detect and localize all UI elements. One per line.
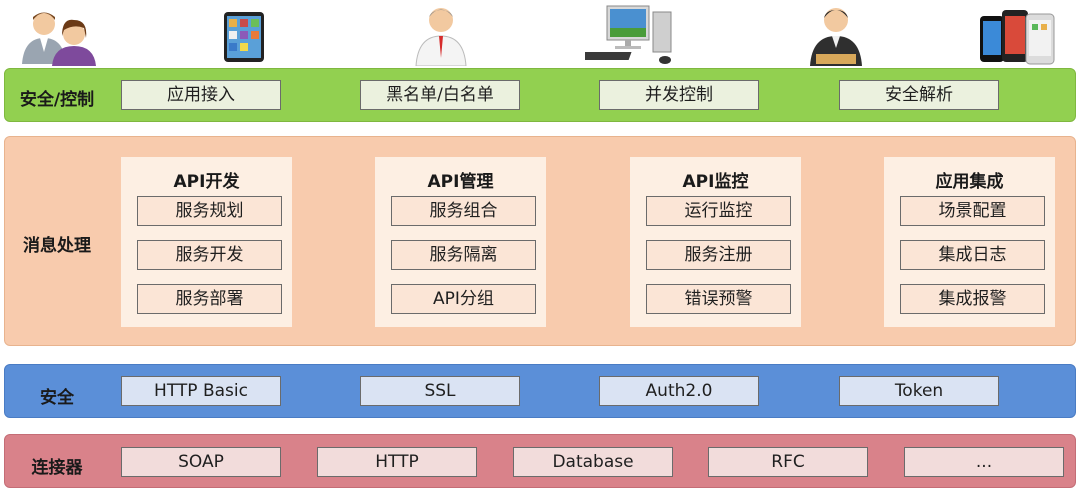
module-title: API监控 — [682, 172, 749, 192]
desktop-computer-icon — [585, 5, 672, 64]
api-management-module: API管理 服务组合 服务隔离 API分组 — [375, 157, 546, 327]
connector-layer: 连接器 SOAP HTTP Database RFC ... — [4, 434, 1076, 488]
module-item: API分组 — [391, 284, 536, 314]
security-parsing-box: 安全解析 — [839, 80, 999, 110]
module-item: 服务部署 — [137, 284, 282, 314]
module-item: 错误预警 — [646, 284, 791, 314]
blacklist-whitelist-box: 黑名单/白名单 — [360, 80, 520, 110]
tablet-icon — [224, 12, 264, 62]
control-layer-label: 安全/控制 — [19, 90, 95, 110]
module-item: 集成报警 — [900, 284, 1045, 314]
http-basic-box: HTTP Basic — [121, 376, 281, 406]
app-access-box: 应用接入 — [121, 80, 281, 110]
module-title: API开发 — [173, 172, 240, 192]
smartphones-icon — [980, 10, 1055, 65]
concurrency-control-box: 并发控制 — [599, 80, 759, 110]
rfc-box: RFC — [708, 447, 868, 477]
module-item: 服务开发 — [137, 240, 282, 270]
database-box: Database — [513, 447, 673, 477]
security-layer: 安全 HTTP Basic SSL Auth2.0 Token — [4, 364, 1076, 418]
security-layer-label: 安全 — [40, 388, 74, 408]
module-title: 应用集成 — [935, 172, 1004, 192]
more-box: ... — [904, 447, 1064, 477]
businessman-icon — [415, 8, 467, 66]
soap-box: SOAP — [121, 447, 281, 477]
module-item: 运行监控 — [646, 196, 791, 226]
auth2-box: Auth2.0 — [599, 376, 759, 406]
module-item: 集成日志 — [900, 240, 1045, 270]
connector-layer-label: 连接器 — [31, 458, 83, 478]
operator-icon — [810, 8, 862, 66]
module-item: 场景配置 — [900, 196, 1045, 226]
token-box: Token — [839, 376, 999, 406]
module-item: 服务隔离 — [391, 240, 536, 270]
users-icon — [22, 12, 96, 66]
http-box: HTTP — [317, 447, 477, 477]
module-title: API管理 — [427, 172, 494, 192]
ssl-box: SSL — [360, 376, 520, 406]
message-layer: 消息处理 API开发 服务规划 服务开发 服务部署 API管理 服务组合 服务隔… — [4, 136, 1076, 346]
message-layer-label: 消息处理 — [23, 236, 91, 256]
api-monitoring-module: API监控 运行监控 服务注册 错误预警 — [630, 157, 801, 327]
module-item: 服务注册 — [646, 240, 791, 270]
module-item: 服务规划 — [137, 196, 282, 226]
api-development-module: API开发 服务规划 服务开发 服务部署 — [121, 157, 292, 327]
app-integration-module: 应用集成 场景配置 集成日志 集成报警 — [884, 157, 1055, 327]
module-item: 服务组合 — [391, 196, 536, 226]
control-layer: 安全/控制 应用接入 黑名单/白名单 并发控制 安全解析 — [4, 68, 1076, 122]
